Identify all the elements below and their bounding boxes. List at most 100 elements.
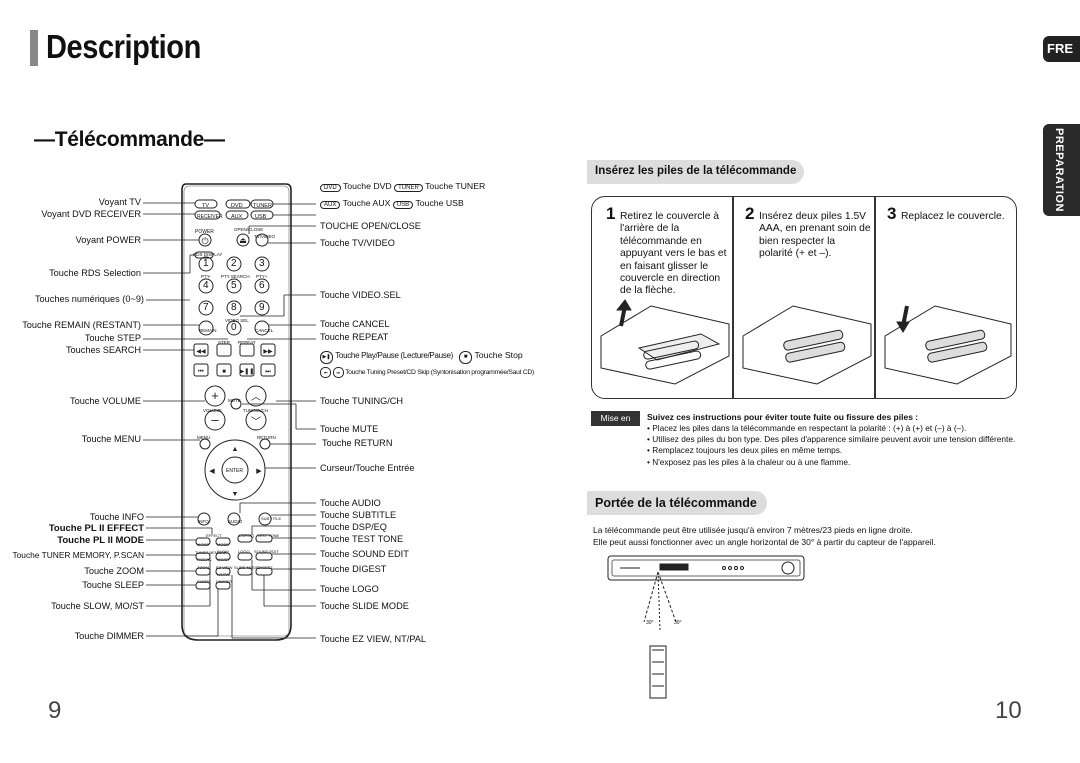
step-text: Replacez le couvercle. xyxy=(901,211,1005,222)
label-dimmer: Touche DIMMER xyxy=(74,631,144,641)
svg-text:◀: ◀ xyxy=(209,468,215,475)
svg-text:⏏: ⏏ xyxy=(239,236,247,245)
key-tuner-memory: TUNER MEMORY xyxy=(195,551,227,555)
label-step: Touche STEP xyxy=(84,333,141,343)
step-number: 2 xyxy=(745,204,755,223)
key-pty-search: PTY SEARCH xyxy=(221,274,250,279)
label-play-pause-stop: ▶❚ Touche Play/Pause (Lecture/Pause) ■ T… xyxy=(320,350,523,364)
prev-icon: ⏮ xyxy=(320,367,331,378)
step-text: Retirez le couvercle à l'arrière de la t… xyxy=(620,211,727,297)
label-mute: Touche MUTE xyxy=(320,424,379,434)
key-cancel: CANCEL xyxy=(255,328,274,333)
key-ez-view: EZ VIEW xyxy=(216,565,233,570)
step-text: Insérez deux piles 1.5V AAA, en prenant … xyxy=(759,211,871,260)
key-repeat: REPEAT xyxy=(238,340,256,345)
label-menu: Touche MENU xyxy=(81,434,141,444)
label-audio: Touche AUDIO xyxy=(320,498,381,508)
label-remain: Touche REMAIN (RESTANT) xyxy=(22,320,141,330)
key-digit-6: 6 xyxy=(259,280,265,291)
label-voyant-dvd-receiver: Voyant DVD RECEIVER xyxy=(41,209,141,219)
battery-steps-box xyxy=(591,196,1017,399)
range-heading: Portée de la télécommande xyxy=(595,496,757,510)
key-sleep: SLEEP xyxy=(197,579,210,584)
badge-dvd: DVD xyxy=(320,184,341,192)
key-digit-5: 5 xyxy=(231,280,237,291)
label-subtitle: Touche SUBTITLE xyxy=(320,510,397,520)
key-slide-mode: SLIDE MODE xyxy=(234,565,259,570)
label-numeric-keys: Touches numériques (0~9) xyxy=(34,294,144,304)
key-nt-pal: NT/PAL xyxy=(217,572,231,577)
key-mode-sub: MODE xyxy=(217,542,229,547)
label-cursor: Curseur/Touche Entrée xyxy=(320,463,415,473)
key-digit-7: 7 xyxy=(203,302,209,313)
key-rds-display: RDS DISPLAY xyxy=(193,252,223,257)
label-return: Touche RETURN xyxy=(322,438,393,448)
key-tuning-ch: TUNING/CH xyxy=(243,408,268,413)
key-digit-1: 1 xyxy=(203,258,209,269)
list-item: Remplacez toujours les deux piles en mêm… xyxy=(647,445,1015,456)
step-number: 3 xyxy=(887,204,897,223)
key-pty-plus: PTY+ xyxy=(256,274,268,279)
key-step: STEP xyxy=(218,340,230,345)
next-icon: ⏭ xyxy=(332,367,344,378)
label-video-sel: Touche VIDEO.SEL xyxy=(320,290,401,300)
battery-step-1: 1 Retirez le couvercle à l'arrière de la… xyxy=(606,205,728,298)
key-digit-4: 4 xyxy=(203,280,209,291)
key-enter: ENTER xyxy=(226,468,243,474)
label-voyant-tv: Voyant TV xyxy=(98,197,141,207)
battery-step-2: 2 Insérez deux piles 1.5V AAA, en prenan… xyxy=(745,205,871,261)
svg-text:▶: ▶ xyxy=(256,468,262,475)
label-sound-edit: Touche SOUND EDIT xyxy=(320,549,409,559)
key-mode: MODE xyxy=(197,542,209,547)
range-text-line1: La télécommande peut être utilisée jusqu… xyxy=(593,525,913,535)
key-slow: SLOW xyxy=(217,549,229,554)
key-receiver: RECEIVER xyxy=(197,214,223,220)
label-logo: Touche LOGO xyxy=(320,584,379,594)
battery-illustrations xyxy=(600,299,1012,385)
badge-aux: AUX xyxy=(320,201,341,209)
key-mo-st: MO/ST xyxy=(217,557,230,562)
label-voyant-power: Voyant POWER xyxy=(75,235,141,245)
label-sleep: Touche SLEEP xyxy=(82,580,144,590)
key-dsp-eq: DSP/EQ xyxy=(239,533,255,538)
key-digit-8: 8 xyxy=(231,302,237,313)
key-mute: MUTE xyxy=(228,398,241,403)
key-pty-minus: PTY- xyxy=(201,274,211,279)
range-heading-pill: Portée de la télécommande xyxy=(587,491,767,515)
label-tv-video: Touche TV/VIDEO xyxy=(320,238,395,248)
svg-text:▲: ▲ xyxy=(232,446,239,453)
svg-text:▶▶: ▶▶ xyxy=(263,349,273,355)
key-usb: USB xyxy=(255,214,267,220)
svg-text:⏮: ⏮ xyxy=(198,369,204,375)
angle-right-label: 30° xyxy=(674,620,682,626)
label-open-close: TOUCHE OPEN/CLOSE xyxy=(320,221,421,231)
label-pl2-mode: Touche PL II MODE xyxy=(57,535,144,546)
step-divider xyxy=(874,196,876,399)
key-digit-3: 3 xyxy=(259,258,265,269)
svg-text:–: – xyxy=(211,412,219,427)
svg-text:⏻: ⏻ xyxy=(201,236,208,246)
caution-tag: Mise en garde xyxy=(591,411,640,438)
section-heading: —Télécommande— xyxy=(34,128,225,151)
svg-text:+: + xyxy=(211,388,219,403)
label-slide-mode: Touche SLIDE MODE xyxy=(320,601,409,611)
key-dimmer: DIMMER xyxy=(216,579,233,584)
language-tab: FRE xyxy=(1043,36,1080,62)
key-sub-title: SUB TITLE xyxy=(261,516,282,521)
key-tv-video: TV/VIDEO xyxy=(254,234,276,239)
svg-text:▶❚❚: ▶❚❚ xyxy=(240,368,255,375)
key-test-tone: TEST TONE xyxy=(257,533,280,538)
caution-title: Suivez ces instructions pour éviter tout… xyxy=(647,412,919,422)
key-digit-9: 9 xyxy=(259,302,265,313)
svg-text:■: ■ xyxy=(222,369,226,375)
range-illustration xyxy=(607,555,805,699)
key-remain: REMAIN xyxy=(199,328,217,333)
batteries-heading: Insérez les piles de la télécommande xyxy=(595,165,797,177)
key-menu: MENU xyxy=(197,435,211,440)
svg-text:▼: ▼ xyxy=(232,491,239,498)
key-digit-2: 2 xyxy=(231,258,237,269)
label-tuning-ch: Touche TUNING/CH xyxy=(320,396,404,406)
key-zoom: ZOOM xyxy=(197,565,209,570)
svg-text:⏭: ⏭ xyxy=(265,369,271,375)
list-item: Placez les piles dans la télécommande en… xyxy=(647,423,1015,434)
